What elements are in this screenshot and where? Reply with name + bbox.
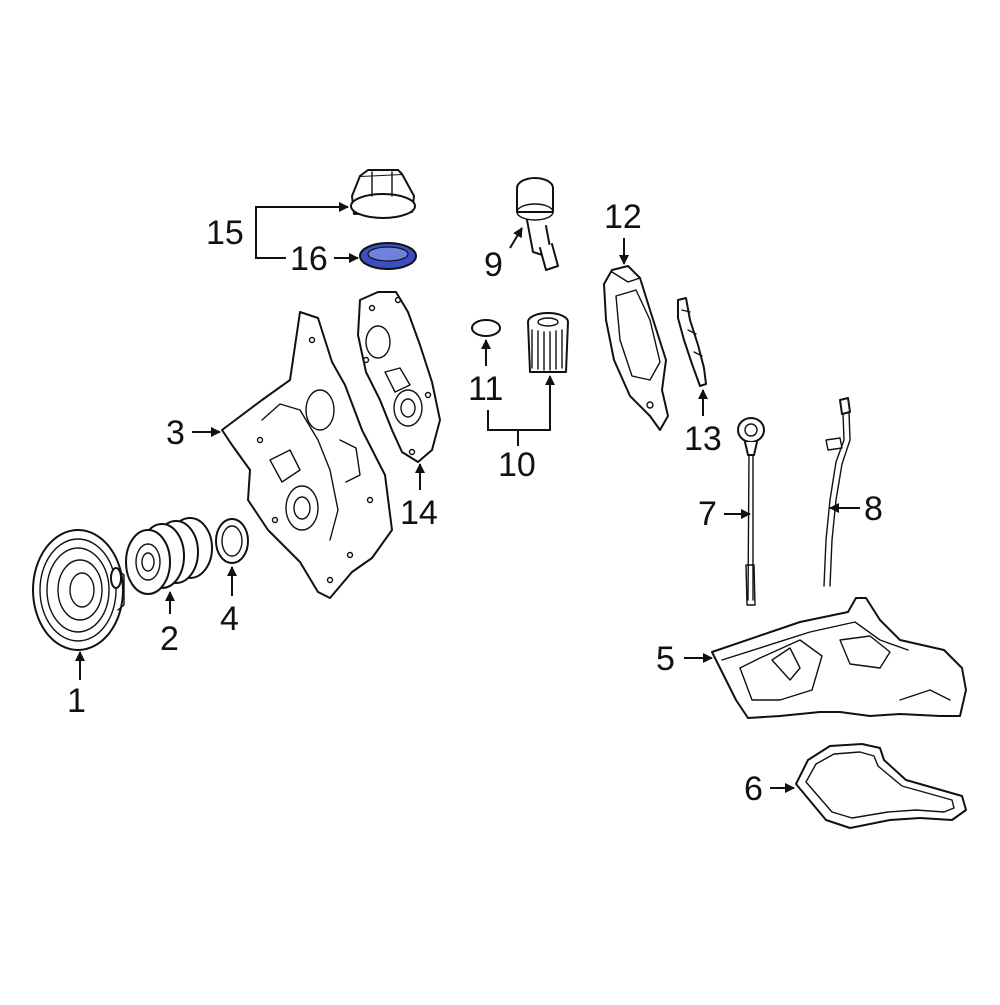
- housing-gasket[interactable]: [677, 297, 707, 387]
- cover-gasket-plate[interactable]: [357, 291, 441, 463]
- front-seal[interactable]: [215, 518, 249, 564]
- callout-5: 5: [656, 640, 675, 678]
- o-ring[interactable]: [471, 319, 501, 337]
- callout-12: 12: [604, 198, 642, 236]
- callout-1: 1: [67, 682, 86, 720]
- timing-cover[interactable]: [221, 311, 393, 599]
- leader-lines: [75, 202, 860, 793]
- callout-11: 11: [468, 370, 504, 408]
- callout-10: 10: [498, 446, 536, 484]
- callout-4: 4: [220, 600, 239, 638]
- crankshaft-pulley[interactable]: [32, 529, 125, 651]
- callout-7: 7: [698, 495, 717, 533]
- oil-pan[interactable]: [711, 597, 967, 719]
- callout-15: 15: [206, 214, 244, 252]
- dipstick[interactable]: [737, 417, 765, 606]
- callout-14: 14: [400, 494, 438, 532]
- oil-filter-housing[interactable]: [603, 265, 669, 431]
- callout-8: 8: [864, 490, 883, 528]
- oil-filter-cap[interactable]: [516, 177, 559, 271]
- callout-16: 16: [290, 240, 328, 278]
- cap-seal[interactable]: [359, 242, 417, 270]
- oil-filter-element[interactable]: [527, 312, 569, 373]
- callout-13: 13: [684, 420, 722, 458]
- oil-filler-cap[interactable]: [350, 169, 416, 219]
- dipstick-tube[interactable]: [823, 397, 851, 587]
- callout-9: 9: [484, 246, 503, 284]
- callout-3: 3: [166, 414, 185, 452]
- callout-6: 6: [744, 770, 763, 808]
- oil-pan-gasket[interactable]: [795, 743, 967, 829]
- damper-pulley[interactable]: [110, 517, 213, 595]
- callout-2: 2: [160, 620, 179, 658]
